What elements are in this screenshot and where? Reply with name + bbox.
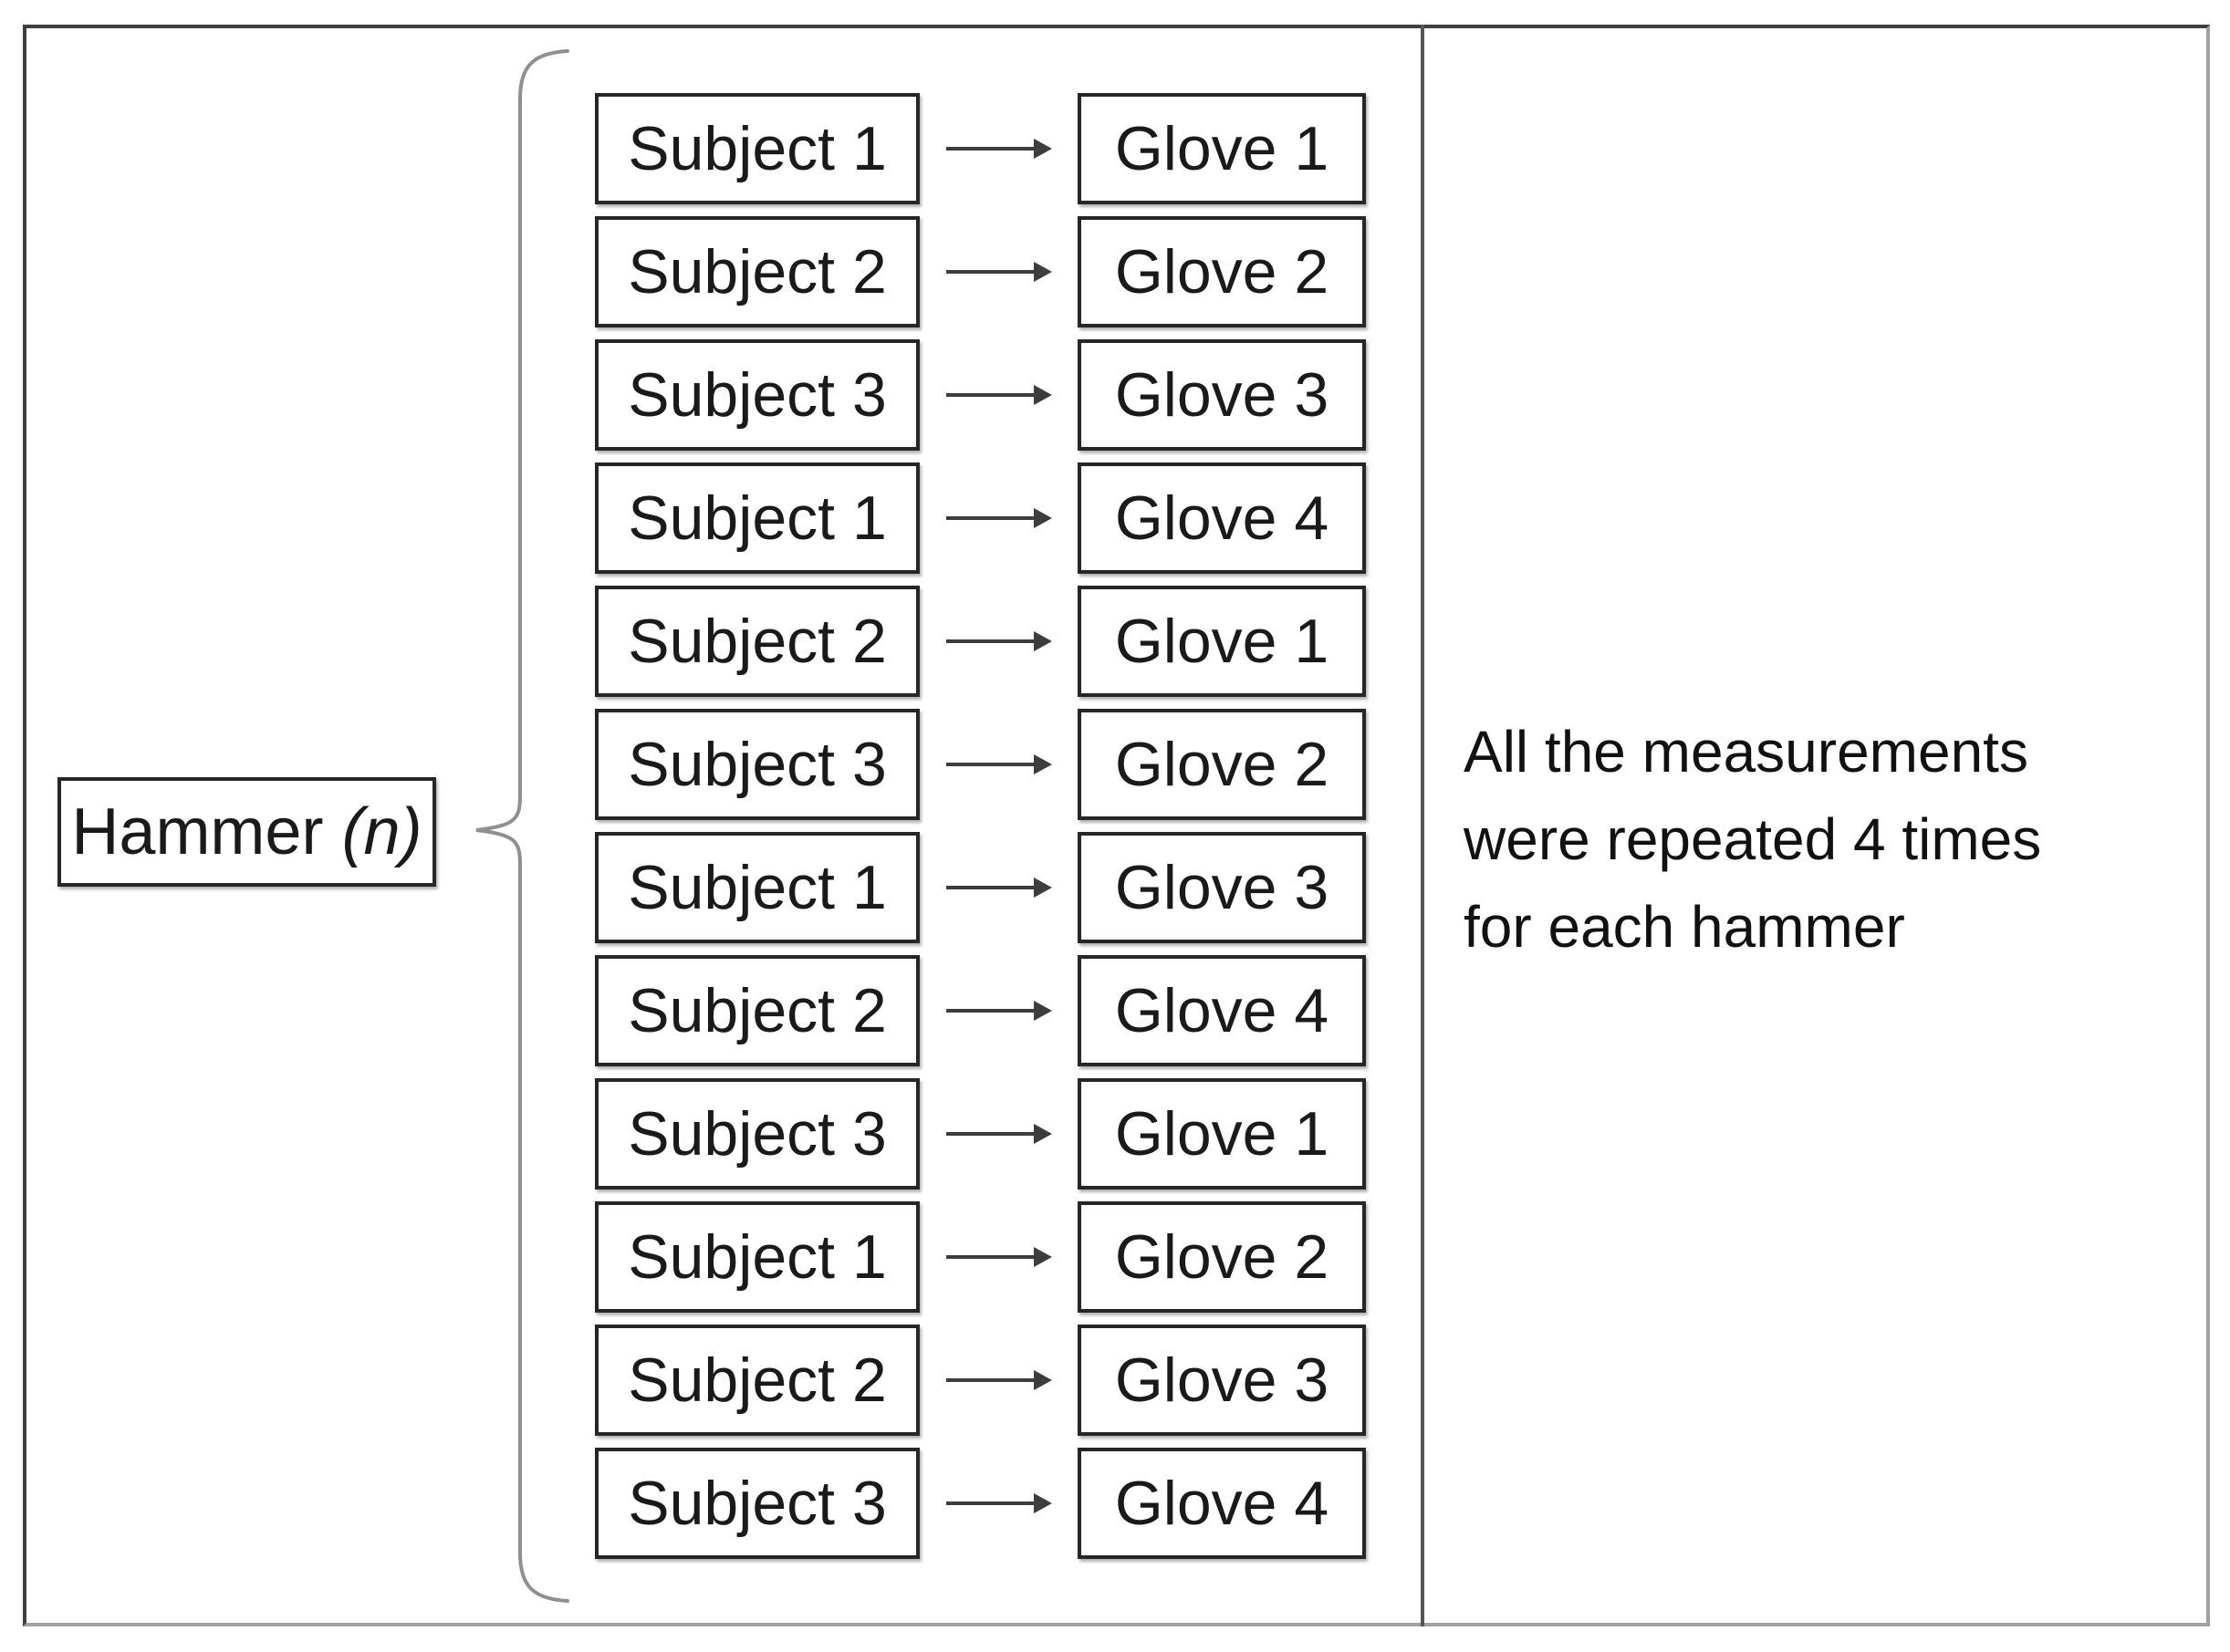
glove-box: Glove 1: [1078, 586, 1366, 697]
glove-box: Glove 4: [1078, 1448, 1366, 1559]
pairing-row: Subject 1 Glove 4: [595, 462, 1366, 574]
arrow-zone: [920, 1009, 1078, 1013]
pairing-row: Subject 3 Glove 1: [595, 1078, 1366, 1190]
subject-box: Subject 2: [595, 586, 920, 697]
arrow-zone: [920, 886, 1078, 889]
glove-box: Glove 3: [1078, 1325, 1366, 1436]
glove-box: Glove 4: [1078, 955, 1366, 1066]
subject-box: Subject 3: [595, 1448, 920, 1559]
glove-box: Glove 4: [1078, 462, 1366, 574]
glove-box: Glove 2: [1078, 709, 1366, 820]
subject-box: Subject 3: [595, 1078, 920, 1190]
pairing-row: Subject 1 Glove 3: [595, 832, 1366, 943]
arrow-right-icon: [945, 1132, 1034, 1136]
subject-box: Subject 2: [595, 955, 920, 1066]
note-line: All the measurements: [1464, 719, 2028, 784]
arrow-right-icon: [945, 1009, 1034, 1013]
arrow-right-icon: [945, 147, 1034, 151]
arrow-zone: [920, 639, 1078, 643]
subject-box: Subject 2: [595, 1325, 920, 1436]
arrow-right-icon: [945, 886, 1034, 889]
subject-box: Subject 3: [595, 709, 920, 820]
glove-box: Glove 2: [1078, 216, 1366, 327]
subject-box: Subject 1: [595, 832, 920, 943]
pairing-row: Subject 2 Glove 2: [595, 216, 1366, 327]
arrow-right-icon: [945, 639, 1034, 643]
note-line: were repeated 4 times: [1464, 806, 2042, 872]
arrow-zone: [920, 393, 1078, 397]
hammer-box: Hammer (n): [57, 777, 436, 887]
arrow-zone: [920, 1132, 1078, 1136]
arrow-right-icon: [945, 1255, 1034, 1259]
arrow-right-icon: [945, 1501, 1034, 1505]
glove-box: Glove 3: [1078, 832, 1366, 943]
pairing-row: Subject 2 Glove 3: [595, 1325, 1366, 1436]
arrow-right-icon: [945, 516, 1034, 520]
pairing-row: Subject 2 Glove 1: [595, 586, 1366, 697]
glove-box: Glove 1: [1078, 93, 1366, 204]
glove-box: Glove 3: [1078, 339, 1366, 451]
subject-box: Subject 1: [595, 93, 920, 204]
arrow-zone: [920, 270, 1078, 274]
arrow-zone: [920, 763, 1078, 766]
glove-box: Glove 2: [1078, 1201, 1366, 1313]
pairing-row: Subject 3 Glove 3: [595, 339, 1366, 451]
subject-box: Subject 1: [595, 462, 920, 574]
note-line: for each hammer: [1464, 894, 1905, 960]
arrow-zone: [920, 1255, 1078, 1259]
subject-box: Subject 1: [595, 1201, 920, 1313]
arrow-zone: [920, 147, 1078, 151]
subject-box: Subject 3: [595, 339, 920, 451]
arrow-right-icon: [945, 1378, 1034, 1382]
arrow-right-icon: [945, 393, 1034, 397]
arrow-right-icon: [945, 763, 1034, 766]
pairing-row: Subject 2 Glove 4: [595, 955, 1366, 1066]
pairing-row: Subject 1 Glove 1: [595, 93, 1366, 204]
repeat-note: All the measurements were repeated 4 tim…: [1464, 708, 2157, 971]
arrow-zone: [920, 516, 1078, 520]
pairing-row: Subject 3 Glove 4: [595, 1448, 1366, 1559]
arrow-zone: [920, 1501, 1078, 1505]
glove-box: Glove 1: [1078, 1078, 1366, 1190]
arrow-zone: [920, 1378, 1078, 1382]
pairing-row: Subject 1 Glove 2: [595, 1201, 1366, 1313]
arrow-right-icon: [945, 270, 1034, 274]
hammer-n-suffix: (n): [341, 795, 422, 868]
subject-box: Subject 2: [595, 216, 920, 327]
pairing-row: Subject 3 Glove 2: [595, 709, 1366, 820]
panel-divider: [1421, 25, 1424, 1626]
hammer-label: Hammer: [71, 795, 324, 868]
